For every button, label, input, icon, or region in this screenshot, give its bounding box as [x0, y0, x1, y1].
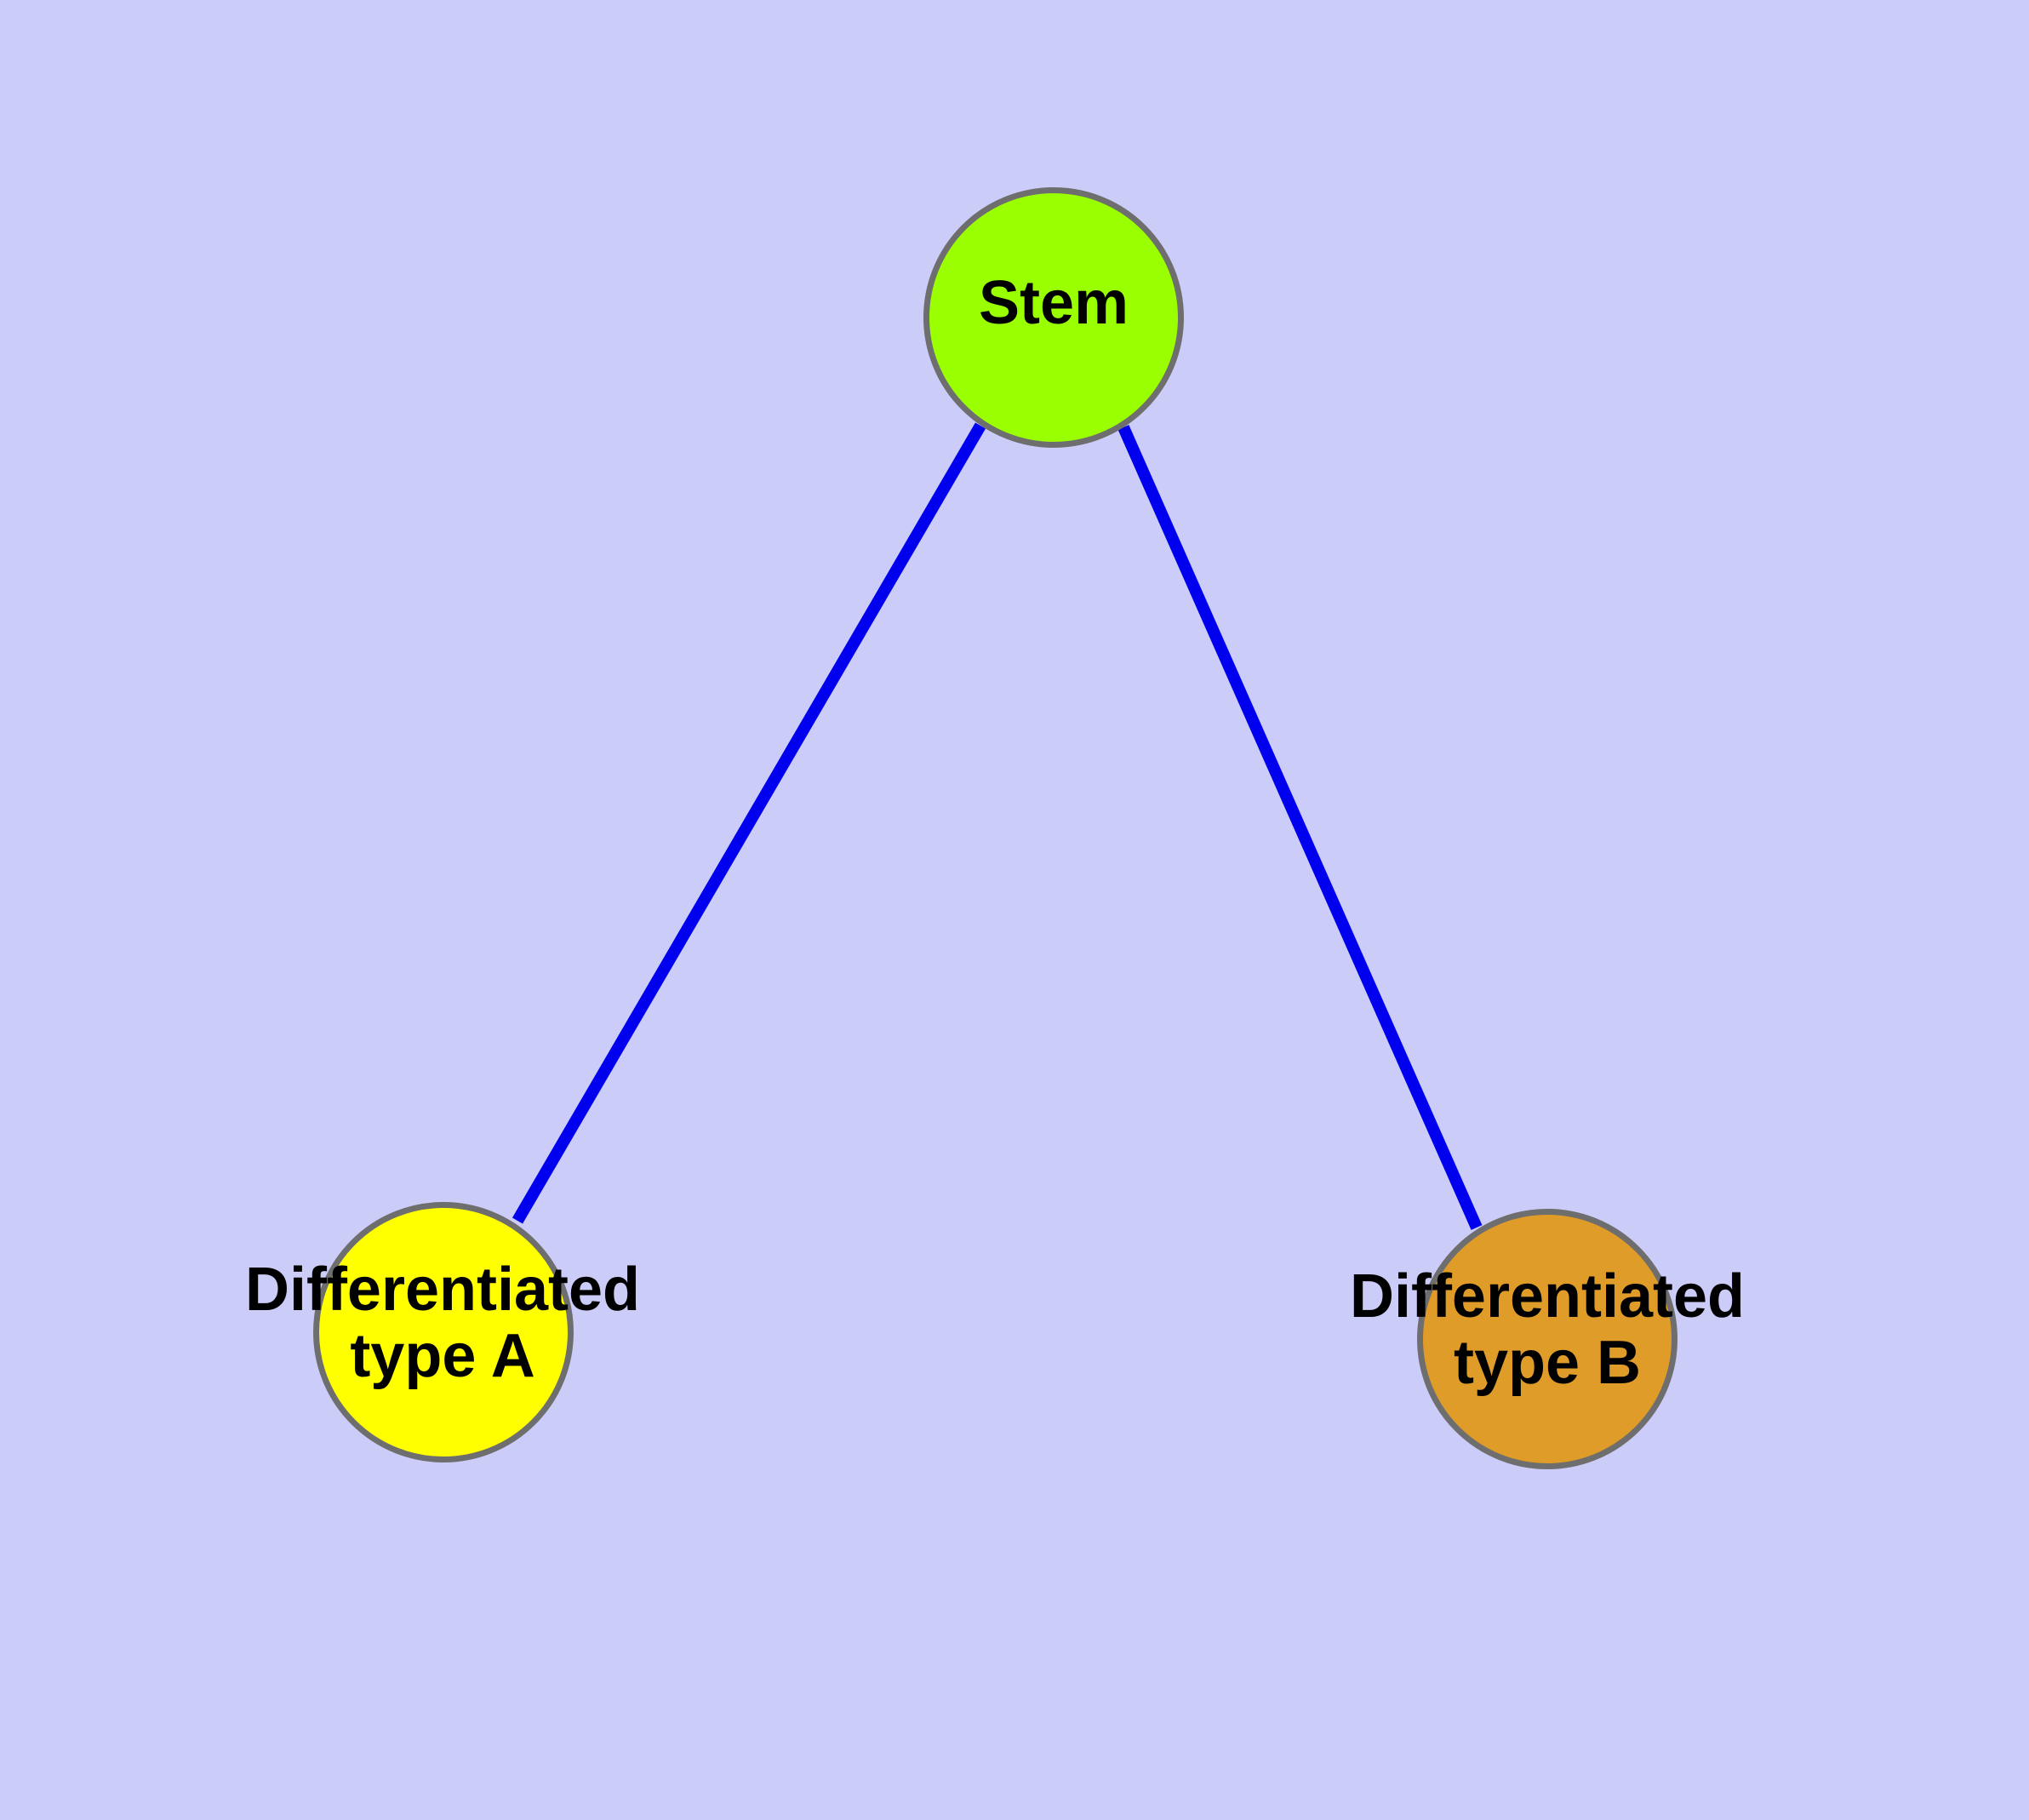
- edge-stem-to-differentiated-type-b[interactable]: [1117, 425, 1483, 1230]
- node-stem[interactable]: [923, 187, 1184, 448]
- node-differentiated-type-b[interactable]: [1417, 1209, 1677, 1469]
- edge-stem-to-differentiated-type-a[interactable]: [512, 422, 986, 1224]
- node-differentiated-type-a[interactable]: [313, 1202, 574, 1462]
